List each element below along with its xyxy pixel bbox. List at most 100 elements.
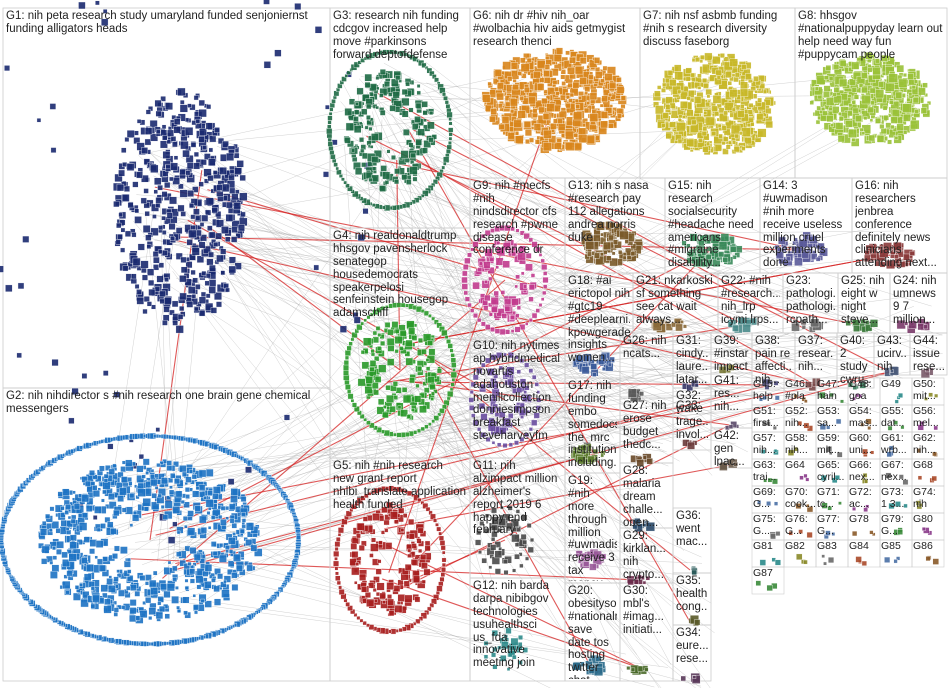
node [149,289,156,296]
node [145,235,151,241]
node [176,606,179,609]
node [143,309,148,314]
node [601,112,608,119]
node [146,110,151,115]
node [162,230,166,234]
node [678,90,682,94]
node [451,363,456,368]
node [211,307,217,313]
node [537,84,544,91]
node [164,306,170,312]
node [187,163,193,169]
node [338,533,341,536]
node [156,463,160,467]
node [492,307,498,313]
node [852,62,860,70]
node [145,471,148,474]
node [387,150,391,154]
node [848,129,857,138]
node [155,474,159,478]
node [333,561,339,567]
node [409,108,414,113]
node [161,216,165,220]
node [221,506,225,510]
node [489,566,492,569]
node [452,368,455,371]
node [670,122,676,128]
node [328,142,333,147]
node [502,116,509,123]
node [275,50,282,57]
node [375,376,381,382]
node [120,248,125,253]
node [114,577,119,582]
node [483,95,491,103]
node [435,523,438,526]
node [516,275,520,279]
node [104,606,112,614]
node [339,589,345,595]
node [191,142,196,147]
node [399,628,403,632]
node [758,129,767,138]
node [429,349,435,355]
node [376,569,382,575]
node [417,366,422,371]
node [230,519,234,523]
node [409,534,415,540]
node [385,322,390,327]
node [191,270,196,275]
node [225,288,229,292]
node [361,322,364,325]
node [371,538,376,543]
node [616,77,621,82]
node [130,584,136,590]
node [135,616,140,621]
node [131,274,136,279]
node [555,92,559,96]
node [130,607,137,614]
node [213,170,217,174]
node [71,519,76,524]
node [336,170,341,175]
node [190,579,195,584]
node [398,406,401,409]
node [558,119,563,124]
node [214,127,219,132]
node [140,610,148,618]
node [687,110,693,116]
node [514,554,519,559]
node [723,137,728,142]
node [446,339,450,343]
node [221,226,228,233]
node [494,291,499,296]
node [424,425,428,429]
node [361,587,367,593]
node [194,95,199,100]
node [738,111,745,118]
node [103,557,108,562]
node [409,377,415,383]
node [338,586,341,589]
node [562,81,566,85]
node [204,581,211,588]
node [429,137,434,142]
node [408,328,415,335]
node [553,119,558,124]
node [391,155,395,159]
node [188,562,192,566]
node [666,133,672,139]
node [550,123,556,129]
node [89,470,94,475]
node [130,599,136,605]
node [499,547,502,550]
node [451,353,455,357]
node [437,527,441,531]
node [376,76,379,79]
node [418,528,423,533]
node [121,148,126,153]
node [231,488,238,495]
node [133,511,137,515]
node [263,0,269,4]
node [687,97,691,101]
